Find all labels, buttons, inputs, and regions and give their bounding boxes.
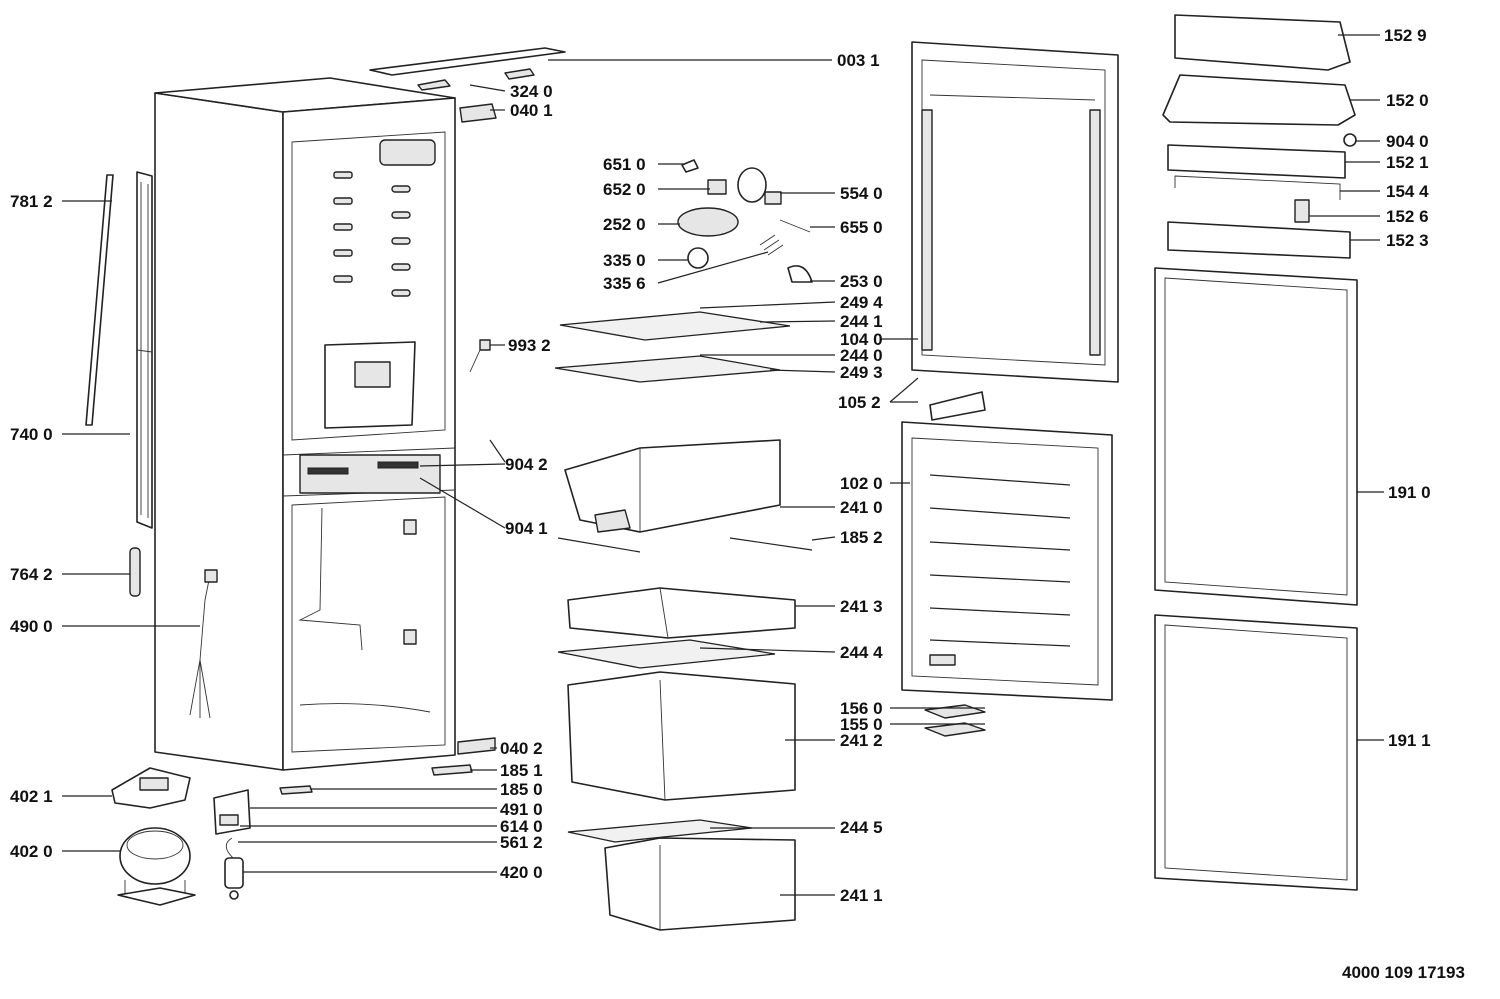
- ice-trays: [924, 704, 986, 737]
- label-402-0: 402 0: [10, 842, 53, 861]
- label-781-2: 781 2: [10, 192, 53, 211]
- cabinet-vents: [333, 171, 411, 297]
- label-152-9: 152 9: [1384, 26, 1427, 45]
- label-156-0: 156 0: [840, 699, 883, 718]
- label-191-0: 191 0: [1388, 483, 1431, 502]
- label-244-5: 244 5: [840, 818, 883, 837]
- label-154-4: 154 4: [1386, 182, 1429, 201]
- label-554-0: 554 0: [840, 184, 883, 203]
- label-249-4: 249 4: [840, 293, 883, 312]
- label-335-6: 335 6: [603, 274, 646, 293]
- label-241-3: 241 3: [840, 597, 883, 616]
- freezer-door-inner: [901, 421, 1113, 701]
- label-904-2: 904 2: [505, 455, 548, 474]
- shelf-lower: [554, 355, 781, 383]
- label-655-0: 655 0: [840, 218, 883, 237]
- label-152-3: 152 3: [1386, 231, 1429, 250]
- label-651-0: 651 0: [603, 155, 646, 174]
- top-cover: [369, 47, 566, 76]
- label-241-0: 241 0: [840, 498, 883, 517]
- dryer-filter: [129, 547, 141, 597]
- label-185-0: 185 0: [500, 780, 543, 799]
- label-993-2: 993 2: [508, 336, 551, 355]
- starter-box: [111, 767, 191, 809]
- label-152-0: 152 0: [1386, 91, 1429, 110]
- crisper-drawer: [564, 439, 781, 533]
- cabinet-body: [154, 77, 456, 771]
- label-102-0: 102 0: [840, 474, 883, 493]
- condenser: [136, 171, 153, 529]
- label-491-0: 491 0: [500, 800, 543, 819]
- freezer-tray: [567, 587, 796, 639]
- fridge-door-inner: [911, 41, 1119, 383]
- control-parts: [469, 159, 813, 373]
- label-241-2: 241 2: [840, 731, 883, 750]
- rail-left: [557, 537, 641, 553]
- document-number: 4000 109 17193: [1342, 963, 1465, 982]
- label-241-1: 241 1: [840, 886, 883, 905]
- label-105-2: 105 2: [838, 393, 881, 412]
- freezer-door-outer: [1154, 614, 1358, 891]
- label-904-1: 904 1: [505, 519, 548, 538]
- drain-tube: [85, 174, 114, 426]
- label-614-0: 614 0: [500, 817, 543, 836]
- label-740-0: 740 0: [10, 425, 53, 444]
- label-244-0: 244 0: [840, 346, 883, 365]
- label-040-2: 040 2: [500, 739, 543, 758]
- label-561-2: 561 2: [500, 833, 543, 852]
- label-253-0: 253 0: [840, 272, 883, 291]
- door-hinge-middle: [929, 391, 986, 421]
- label-244-4: 244 4: [840, 643, 883, 662]
- capacitor: [224, 837, 244, 900]
- label-252-0: 252 0: [603, 215, 646, 234]
- freezer-drawer-large: [567, 671, 796, 801]
- top-hinge: [459, 103, 497, 123]
- label-249-3: 249 3: [840, 363, 883, 382]
- foot-1: [431, 764, 473, 776]
- label-652-0: 652 0: [603, 180, 646, 199]
- power-cord: [189, 569, 218, 719]
- label-104-0: 104 0: [840, 330, 883, 349]
- label-155-0: 155 0: [840, 715, 883, 734]
- relay-bracket: [213, 789, 251, 835]
- label-402-1: 402 1: [10, 787, 53, 806]
- compressor: [117, 827, 196, 906]
- label-904-0: 904 0: [1386, 132, 1429, 151]
- label-335-0: 335 0: [603, 251, 646, 270]
- rail-right: [729, 537, 813, 551]
- shelf-upper: [559, 311, 791, 341]
- label-764-2: 764 2: [10, 565, 53, 584]
- label-420-0: 420 0: [500, 863, 543, 882]
- bottom-hinge: [457, 737, 496, 755]
- foot-2: [279, 785, 313, 795]
- label-490-0: 490 0: [10, 617, 53, 636]
- top-clips: [417, 79, 451, 91]
- freezer-drawer-small: [604, 837, 796, 931]
- top-clip-2: [504, 68, 535, 80]
- callout-labels: 003 1 324 0 040 1 781 2 740 0 764 2 490 …: [10, 26, 1465, 982]
- label-324-0: 324 0: [510, 82, 553, 101]
- door-balconies: [1162, 14, 1357, 259]
- fridge-door-outer: [1154, 267, 1358, 606]
- leader-lines: [62, 34, 1384, 896]
- label-185-1: 185 1: [500, 761, 543, 780]
- glass-crisper: [557, 639, 776, 669]
- label-152-1: 152 1: [1386, 153, 1429, 172]
- label-185-2: 185 2: [840, 528, 883, 547]
- label-191-1: 191 1: [1388, 731, 1431, 750]
- label-003-1: 003 1: [837, 51, 880, 70]
- label-152-6: 152 6: [1386, 207, 1429, 226]
- label-040-1: 040 1: [510, 101, 553, 120]
- label-244-1: 244 1: [840, 312, 883, 331]
